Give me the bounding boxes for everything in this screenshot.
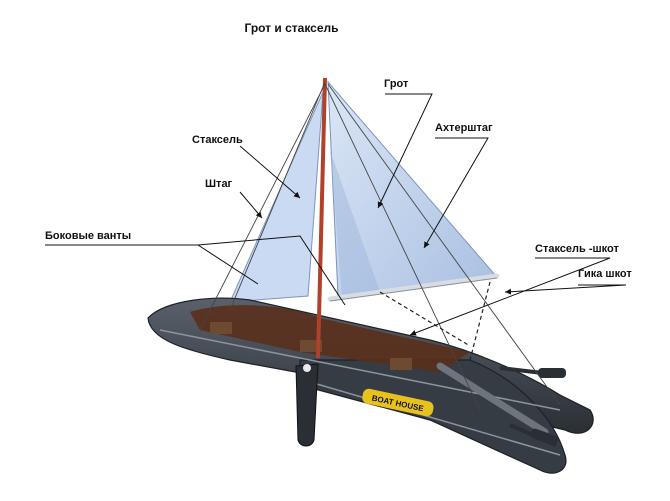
sails — [229, 80, 497, 303]
catamaran-hull — [147, 297, 594, 474]
label-staksel-shkot: Стаксель -шкот — [535, 243, 619, 255]
label-akhtershtag: Ахтерштаг — [435, 122, 493, 134]
mast — [316, 77, 327, 359]
centerboard — [295, 363, 319, 447]
jib-sail — [229, 91, 324, 303]
sheets — [379, 281, 491, 361]
label-leaders — [45, 93, 627, 336]
diagram-title: Грот и стаксель — [244, 21, 339, 35]
rigging — [199, 81, 561, 411]
label-gika-shkot: Гика шкот — [578, 268, 632, 280]
label-shtag: Штаг — [205, 178, 233, 190]
mainsail-shade — [330, 150, 380, 296]
label-staksel: Стаксель — [192, 134, 243, 146]
label-grot: Грот — [384, 78, 409, 90]
label-bokovye-vanty: Боковые ванты — [45, 230, 132, 242]
